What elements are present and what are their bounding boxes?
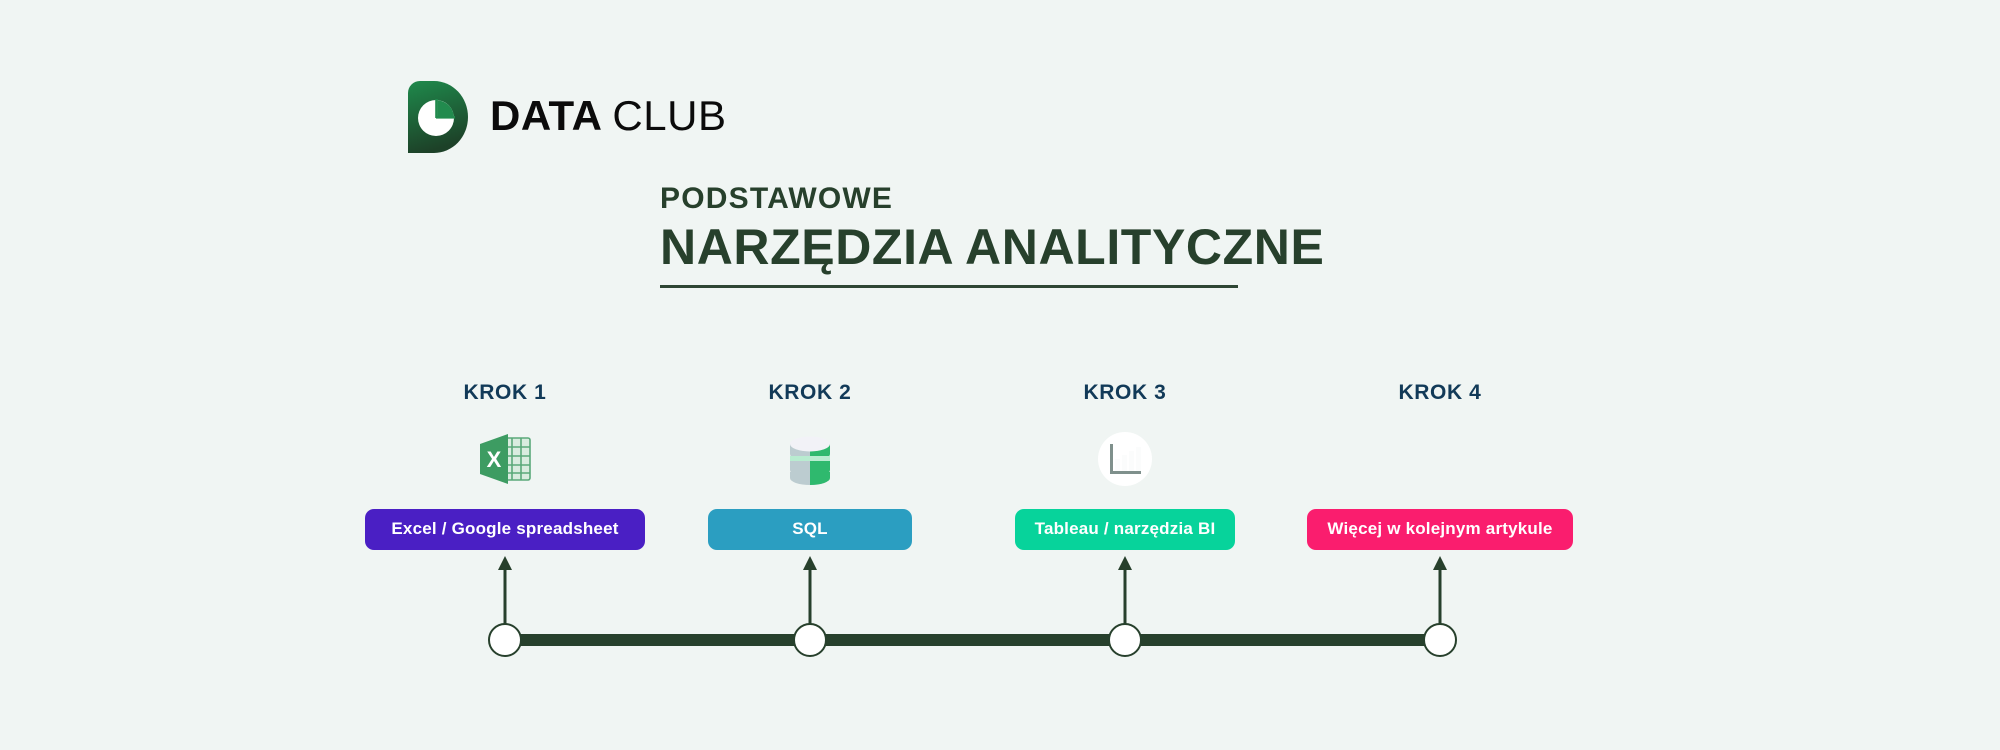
timeline-arrow-4: [1433, 556, 1447, 634]
timeline-arrow-2: [803, 556, 817, 634]
data-club-logo-mark: [404, 77, 472, 157]
page-title: NARZĘDZIA ANALITYCZNE: [660, 219, 1325, 275]
tool-pill-2[interactable]: SQL: [708, 509, 912, 550]
timeline-node-3[interactable]: [1108, 623, 1142, 657]
timeline-node-4[interactable]: [1423, 623, 1457, 657]
step-item-3: KROK 3 Tableau / narzędzia BI: [975, 382, 1275, 550]
tool-pill-4[interactable]: Więcej w kolejnym artykule: [1307, 509, 1573, 550]
title-underline: [660, 285, 1238, 288]
heading-kicker: PODSTAWOWE: [660, 182, 894, 215]
step-item-2: KROK 2 SQL: [660, 382, 960, 550]
step-label-4: KROK 4: [1398, 381, 1482, 404]
heading-block: PODSTAWOWE NARZĘDZIA ANALITYCZNE: [660, 182, 1324, 288]
excel-spreadsheet-icon: X: [477, 430, 533, 488]
timeline-node-2[interactable]: [793, 623, 827, 657]
database-cylinder-icon: [782, 430, 838, 488]
timeline-node-1[interactable]: [488, 623, 522, 657]
svg-text:X: X: [487, 447, 502, 472]
timeline-arrow-3: [1118, 556, 1132, 634]
timeline-arrow-1: [498, 556, 512, 634]
brand-word-data: DATA: [490, 91, 603, 139]
step-label-3: KROK 3: [1083, 381, 1167, 404]
step-label-1: KROK 1: [463, 381, 547, 404]
step-label-2: KROK 2: [768, 381, 852, 404]
tool-pill-1[interactable]: Excel / Google spreadsheet: [365, 509, 645, 550]
brand-word-club: CLUB: [612, 91, 727, 139]
step-item-1: KROK 1 X Excel / Google spread: [355, 382, 655, 550]
tool-pill-3[interactable]: Tableau / narzędzia BI: [1014, 509, 1236, 550]
timeline-track: [505, 634, 1440, 646]
bar-chart-circle-icon: [1096, 430, 1154, 488]
step-item-4: KROK 4 Więcej w kolejnym artykule: [1290, 382, 1590, 550]
